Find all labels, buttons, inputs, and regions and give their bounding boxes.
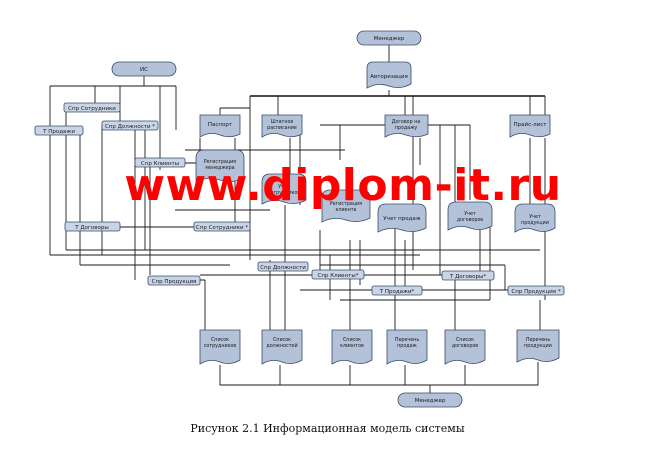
t-sales-2-store: Т Продажи*	[371, 285, 423, 296]
connector-lines	[49, 45, 546, 393]
is-node: ИС	[111, 61, 177, 77]
spr-positions-store: Спр Должности *	[101, 120, 159, 131]
authorization-node: Авторизация	[366, 61, 412, 89]
sales-accounting-process: Учет продаж	[377, 203, 427, 233]
spr-products-2-store: Спр Продукция *	[507, 285, 565, 296]
spr-positions-label: Спр Должности *	[105, 124, 155, 130]
spr-clients-label: Спр Клиенты	[141, 161, 179, 167]
spr-clients-2-store: Спр Клиенты*	[311, 269, 365, 280]
watermark-text: www.diplom-it.ru	[124, 160, 562, 211]
spr-clients-2-label: Спр Клиенты*	[318, 273, 359, 279]
manager-bottom-label: Менеджер	[415, 398, 446, 404]
spr-clients-store: Спр Клиенты	[134, 157, 186, 168]
t-sales-label: Т Продажи	[42, 129, 75, 135]
manager-bottom-node: Менеджер	[397, 392, 463, 408]
spr-products-store: Спр Продукция	[147, 275, 201, 286]
spr-employees-label: Спр Сотрудники	[68, 106, 116, 112]
spr-employees-2-label: Спр Сотрудники *	[196, 225, 248, 231]
spr-positions-2-store: Спр Должности	[257, 261, 309, 272]
figure-caption: Рисунок 2.1 Информационная модель систем…	[190, 422, 465, 435]
is-label: ИС	[140, 67, 148, 73]
price-list-label: Прайс-лист	[514, 121, 548, 128]
t-contracts-2-store: Т Договоры*	[441, 270, 495, 281]
passport-document: Паспорт	[199, 114, 241, 138]
t-contracts-label: Т Договоры	[74, 225, 108, 231]
sales-accounting-label: Учет продаж	[383, 216, 421, 222]
t-sales-store: Т Продажи	[34, 125, 84, 136]
price-list-document: Прайс-лист	[509, 114, 551, 138]
spr-products-label: Спр Продукция	[152, 279, 197, 285]
t-sales-2-label: Т Продажи*	[379, 289, 415, 295]
manager-top-node: Менеджер	[356, 30, 422, 46]
passport-label: Паспорт	[208, 122, 233, 128]
t-contracts-store: Т Договоры	[64, 221, 121, 232]
spr-employees-2-store: Спр Сотрудники *	[193, 221, 251, 232]
spr-positions-2-label: Спр Должности	[260, 265, 306, 271]
spr-products-2-label: Спр Продукция *	[511, 289, 560, 295]
spr-employees-store: Спр Сотрудники	[63, 102, 121, 113]
t-contracts-2-label: Т Договоры*	[449, 274, 486, 280]
manager-top-label: Менеджер	[374, 36, 405, 42]
authorization-label: Авторизация	[370, 74, 408, 80]
